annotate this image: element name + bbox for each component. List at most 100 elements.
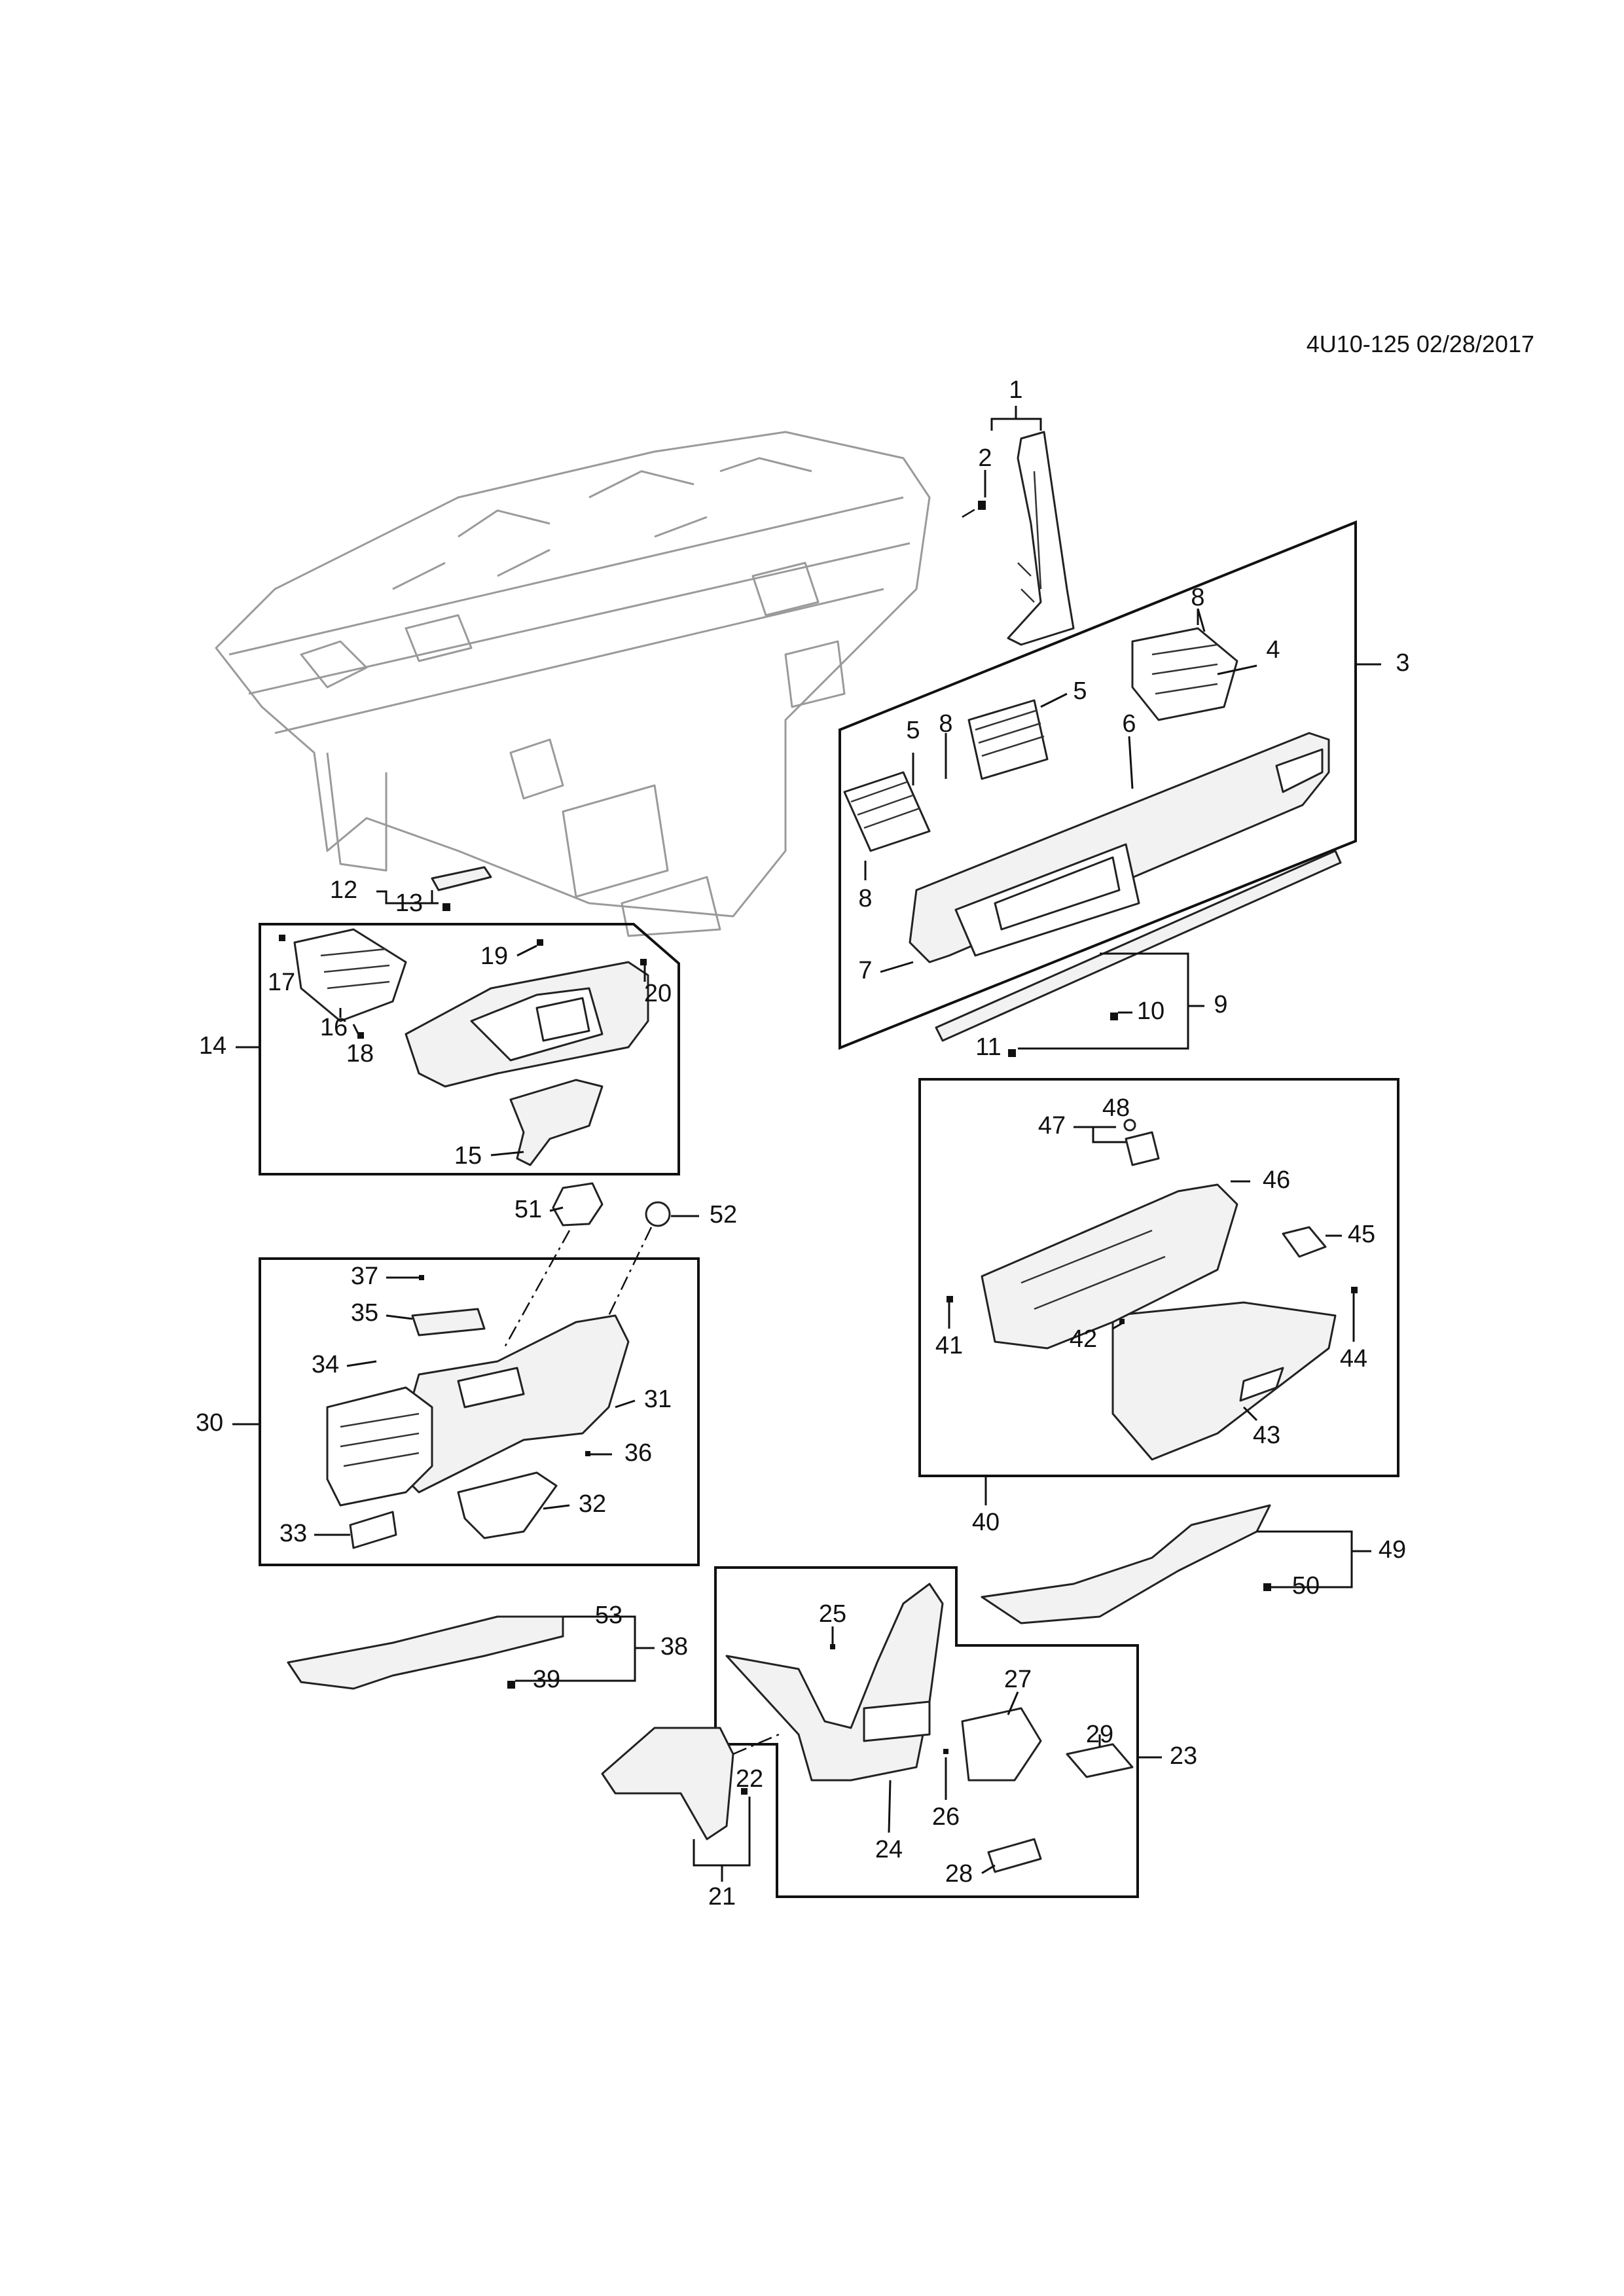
callout-35: 35 [351, 1299, 378, 1327]
callout-27: 27 [1004, 1666, 1032, 1693]
callout-3: 3 [1396, 649, 1409, 677]
callout-19: 19 [480, 942, 508, 970]
callout-40: 40 [972, 1509, 1000, 1536]
clip-48 [1123, 1119, 1136, 1132]
callout-37: 37 [351, 1263, 378, 1290]
column-cover-15 [509, 1079, 604, 1166]
clip-22 [741, 1788, 748, 1795]
group-box-23 [714, 1566, 1139, 1898]
clip-18 [357, 1032, 364, 1039]
console-shifter-housing [326, 1386, 433, 1507]
callout-25: 25 [819, 1600, 846, 1628]
callout-10: 10 [1137, 997, 1164, 1025]
latch-47 [1125, 1131, 1160, 1166]
callout-9: 9 [1214, 991, 1227, 1018]
callout-6: 6 [1122, 710, 1136, 738]
clip-2 [978, 501, 986, 510]
group-box-30 [259, 1257, 700, 1566]
callout-32: 32 [579, 1490, 606, 1518]
callout-42: 42 [1070, 1325, 1097, 1353]
callout-47: 47 [1038, 1112, 1066, 1139]
clip-26 [943, 1749, 948, 1754]
damper-45 [1282, 1226, 1327, 1258]
console-switch-33 [349, 1511, 397, 1549]
callout-38: 38 [660, 1633, 688, 1660]
group-box-14 [259, 923, 680, 1175]
console-bin-32 [457, 1471, 558, 1539]
clip-36 [585, 1451, 590, 1456]
console-pad-35 [411, 1308, 486, 1336]
callout-8-mid: 8 [939, 710, 952, 738]
clip-10 [1110, 1013, 1118, 1020]
glove-box-door-43 [1111, 1301, 1337, 1461]
callout-14: 14 [199, 1032, 226, 1060]
callout-31: 31 [644, 1386, 672, 1413]
clip-50 [1263, 1583, 1271, 1591]
group-box-3 [839, 520, 1357, 1050]
lower-trim-strip [935, 850, 1342, 1042]
callout-2: 2 [978, 444, 992, 472]
cluster-bezel [405, 961, 649, 1088]
callout-45: 45 [1348, 1221, 1375, 1248]
callout-52: 52 [710, 1201, 737, 1229]
callout-33: 33 [280, 1520, 307, 1547]
callout-15: 15 [454, 1142, 482, 1170]
group-box-40 [918, 1078, 1399, 1477]
callout-44: 44 [1340, 1345, 1367, 1372]
mat-29 [1066, 1743, 1134, 1778]
knob-51 [552, 1182, 604, 1227]
callout-41: 41 [935, 1332, 963, 1359]
knob-52 [645, 1201, 671, 1227]
clip-25 [830, 1644, 835, 1649]
callout-18: 18 [346, 1040, 374, 1067]
callout-labels: 1 2 3 4 5 5 6 7 8 8 8 9 10 11 12 13 14 1… [196, 376, 1410, 1910]
air-vent-right [1131, 627, 1238, 721]
callout-36: 36 [624, 1439, 652, 1467]
small-cover-12 [431, 866, 492, 891]
callout-5-left: 5 [906, 717, 920, 744]
callout-7: 7 [858, 957, 872, 984]
air-vent-left [843, 771, 931, 852]
callout-30: 30 [196, 1409, 223, 1437]
side-cover-21 [601, 1727, 734, 1840]
callout-53: 53 [595, 1602, 623, 1629]
callout-39: 39 [533, 1666, 560, 1693]
callout-46: 46 [1263, 1166, 1290, 1194]
callout-34: 34 [312, 1351, 339, 1378]
clip-13 [442, 903, 450, 911]
callout-21: 21 [708, 1883, 736, 1910]
console-bezel-31 [391, 1314, 630, 1494]
callout-1: 1 [1009, 376, 1022, 404]
switch-28 [987, 1838, 1042, 1873]
callout-17: 17 [268, 969, 295, 996]
callout-50: 50 [1292, 1572, 1320, 1600]
instrument-trim-plate [909, 732, 1330, 963]
side-trim-panel [1007, 431, 1075, 646]
callout-43: 43 [1253, 1422, 1280, 1449]
leader-lines [232, 406, 1381, 1882]
callout-26: 26 [932, 1803, 960, 1831]
callout-13: 13 [395, 889, 423, 917]
callout-20: 20 [644, 980, 672, 1007]
console-panel-24 [725, 1583, 944, 1782]
callout-23: 23 [1170, 1742, 1197, 1770]
clip-42 [1119, 1319, 1125, 1324]
callout-12: 12 [330, 876, 357, 904]
callout-51: 51 [514, 1196, 542, 1223]
document-reference: 4U10-125 02/28/2017 [1307, 331, 1534, 357]
clip-17 [279, 935, 285, 941]
callout-49: 49 [1379, 1536, 1406, 1564]
callout-24: 24 [875, 1836, 903, 1863]
callout-5-center: 5 [1073, 677, 1087, 705]
callout-28: 28 [945, 1860, 973, 1888]
clip-19 [537, 939, 543, 946]
callout-8-low: 8 [858, 885, 872, 912]
callout-29: 29 [1086, 1721, 1113, 1748]
clip-11 [1008, 1049, 1016, 1057]
clip-37 [419, 1275, 424, 1280]
storage-bin-27 [961, 1707, 1042, 1782]
screw-44 [1351, 1287, 1358, 1293]
air-duct-38 [287, 1615, 564, 1690]
air-vent-driver [293, 928, 407, 1022]
